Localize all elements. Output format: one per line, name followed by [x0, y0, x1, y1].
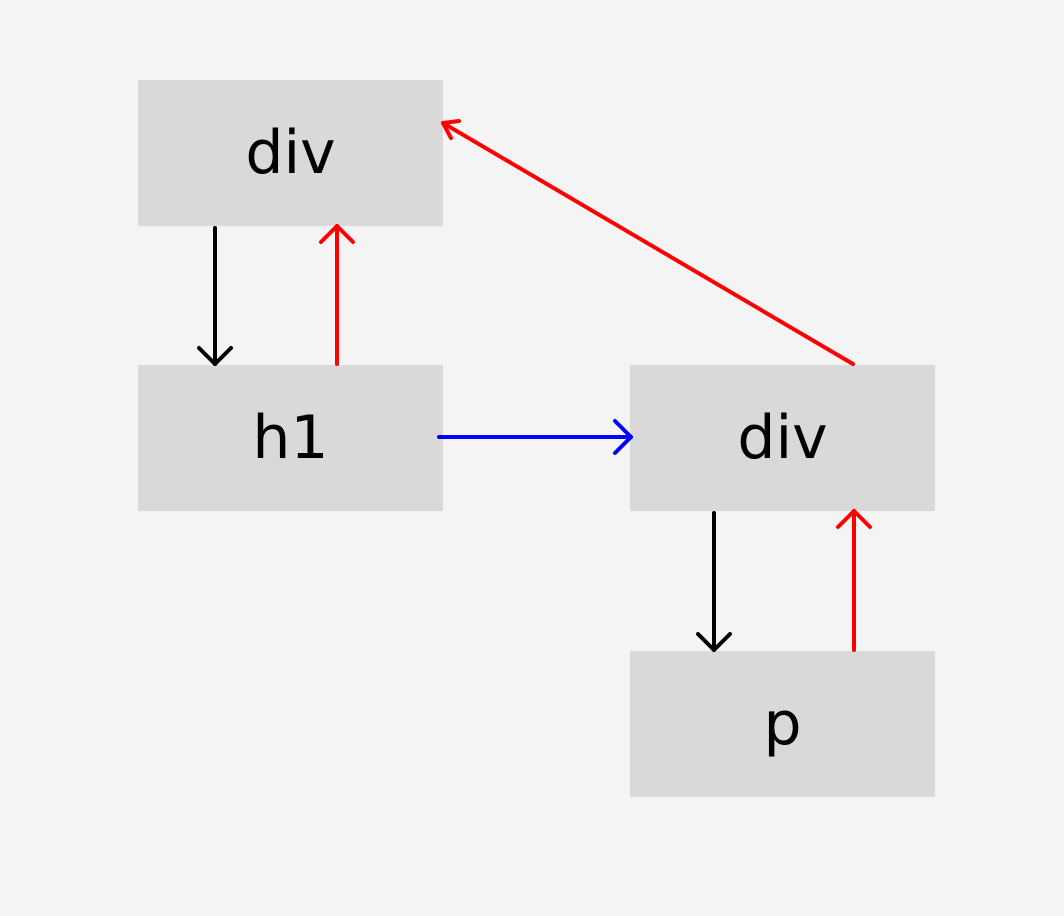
node-child-div: div [630, 365, 935, 511]
node-root-div: div [138, 80, 443, 226]
edge-h1-to-child-div [437, 419, 633, 455]
edge-h1-to-root-div [319, 224, 355, 366]
node-h1-label: h1 [252, 403, 329, 473]
edge-root-div-to-h1 [197, 226, 233, 366]
node-p: p [630, 651, 935, 797]
node-root-div-label: div [245, 118, 336, 188]
edge-child-div-to-p [696, 511, 732, 652]
node-p-label: p [763, 689, 802, 759]
edge-child-div-to-root-div [441, 119, 855, 366]
node-h1: h1 [138, 365, 443, 511]
edge-p-to-child-div [836, 509, 872, 652]
node-child-div-label: div [737, 403, 828, 473]
